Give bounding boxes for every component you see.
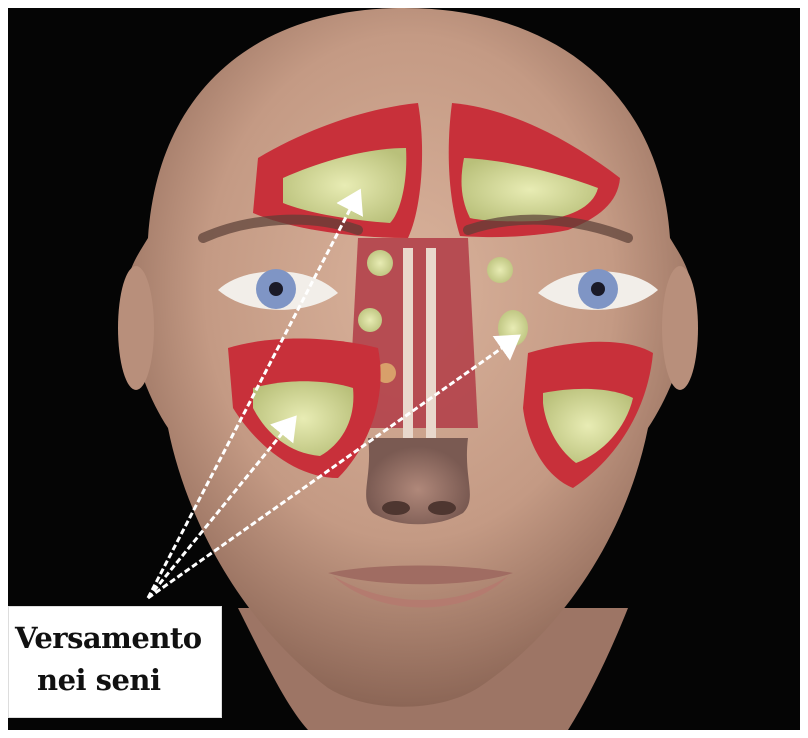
left-ear [118, 266, 154, 390]
right-ear [662, 266, 698, 390]
right-nostril [428, 501, 456, 515]
caption-line-1: Versamento [15, 621, 202, 655]
left-nostril [382, 501, 410, 515]
caption-box: Versamento nei seni [8, 606, 222, 718]
caption-line-2: nei seni [37, 663, 161, 697]
